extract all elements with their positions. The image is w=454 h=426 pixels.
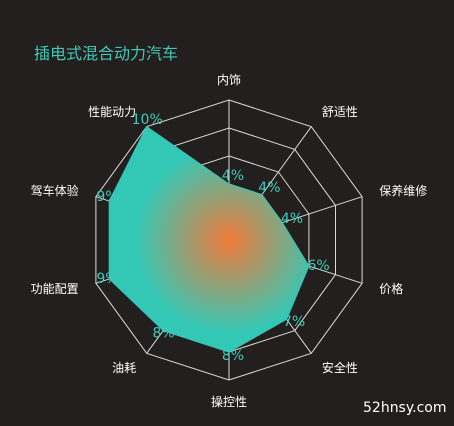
value-labels: 4%4%4%6%7%8%8%9%9%10% <box>96 112 329 364</box>
radar-area <box>108 125 310 353</box>
value-label: 9% <box>96 189 118 205</box>
category-label: 油耗 <box>112 361 136 375</box>
value-label: 10% <box>132 112 163 128</box>
value-label: 9% <box>96 271 118 287</box>
category-label: 安全性 <box>322 360 358 375</box>
value-label: 7% <box>283 314 305 330</box>
category-label: 价格 <box>379 281 403 296</box>
chart-title: 插电式混合动力汽车 <box>34 44 179 63</box>
category-label: 保养维修 <box>379 183 427 198</box>
category-label: 性能动力 <box>88 105 136 119</box>
watermark: 52hnsy.com <box>363 400 447 416</box>
category-label: 舒适性 <box>322 105 358 119</box>
value-label: 4% <box>222 168 244 184</box>
series-area <box>108 125 310 353</box>
category-label: 操控性 <box>211 394 247 409</box>
value-label: 8% <box>152 326 174 342</box>
value-label: 4% <box>281 211 303 227</box>
value-label: 6% <box>307 258 329 274</box>
value-label: 8% <box>222 348 244 364</box>
category-label: 驾车体验 <box>31 183 79 198</box>
category-label: 内饰 <box>217 73 241 87</box>
value-label: 4% <box>258 180 280 196</box>
category-label: 功能配置 <box>31 282 79 296</box>
